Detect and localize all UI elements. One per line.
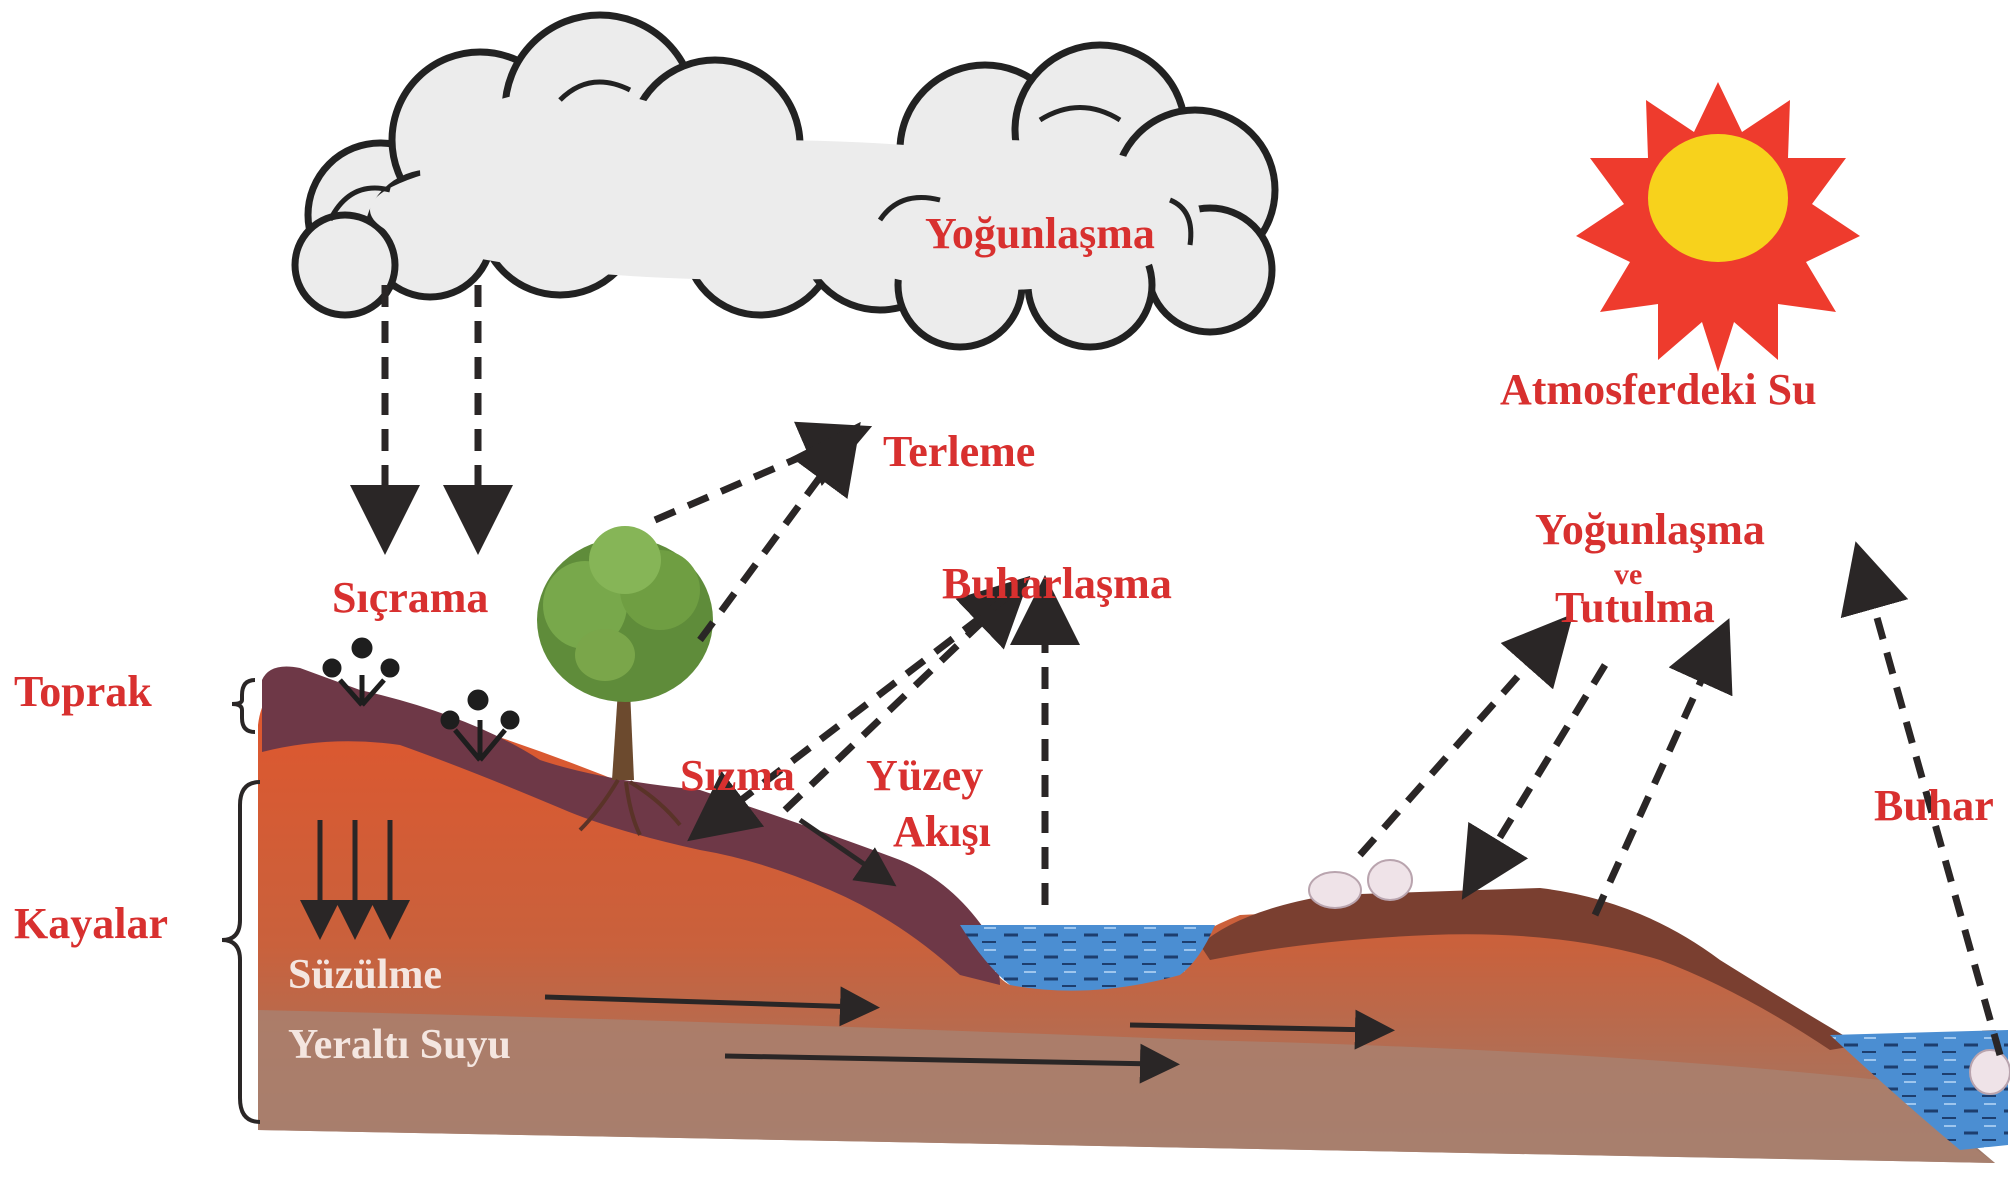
groundwater-label: Yeraltı Suyu — [288, 1022, 511, 1068]
condensation-interception-label-1: Yoğunlaşma — [1535, 505, 1765, 554]
condensation-cloud-label: Yoğunlaşma — [925, 209, 1155, 258]
condensation-interception-label-3: Tutulma — [1555, 583, 1715, 632]
interception-down-arrow — [1480, 665, 1605, 870]
surface-runoff-label-1: Yüzey — [866, 751, 983, 800]
transpiration-arrow — [700, 450, 840, 640]
condensation-up-arrow-2 — [1595, 650, 1715, 915]
sun-icon — [1576, 82, 1860, 372]
atmospheric-water-label: Atmosferdeki Su — [1500, 365, 1817, 414]
transpiration-arrow — [655, 440, 840, 520]
rocks-label: Kayalar — [14, 899, 168, 948]
vapor-label: Buhar — [1874, 781, 1994, 830]
cloud — [295, 15, 1275, 347]
surface-runoff-label-2: Akışı — [893, 807, 991, 856]
splash-label: Sıçrama — [332, 573, 488, 622]
soil-brace — [232, 680, 255, 732]
soil-label: Toprak — [14, 667, 152, 716]
evaporation-label: Buharlaşma — [942, 559, 1172, 608]
rocks-brace — [222, 782, 260, 1122]
percolation-label: Süzülme — [288, 952, 442, 998]
transpiration-label: Terleme — [883, 427, 1035, 476]
infiltration-label: Sızma — [680, 751, 795, 800]
condensation-up-arrow — [1360, 640, 1550, 855]
